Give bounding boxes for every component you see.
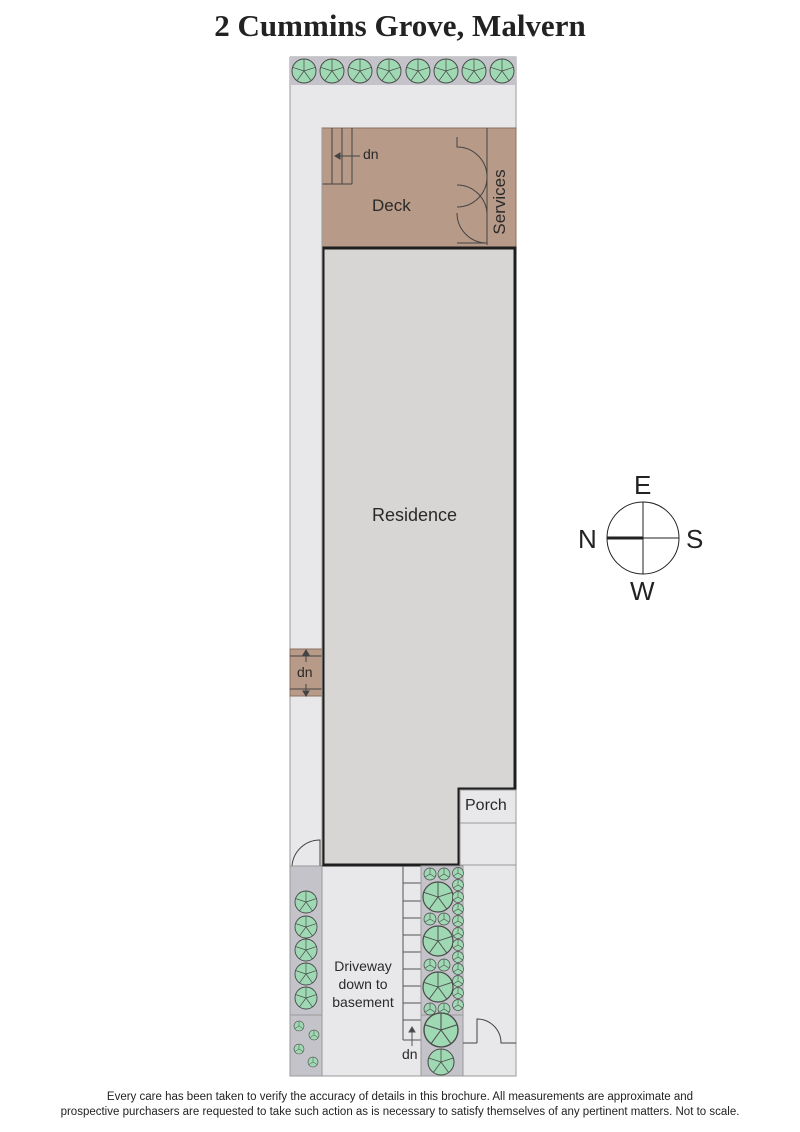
deck-stairs — [322, 128, 360, 185]
room-label-services: Services — [490, 169, 509, 235]
compass-north: N — [578, 524, 597, 554]
driveway-stairs-label: dn — [402, 1046, 418, 1062]
driveway-line-3: basement — [332, 994, 394, 1010]
side-stairs-label: dn — [297, 664, 313, 680]
page-title: 2 Cummins Grove, Malvern — [214, 8, 586, 43]
room-label-residence: Residence — [372, 505, 458, 525]
driveway-line-2: down to — [338, 976, 388, 992]
compass-south: S — [686, 524, 704, 554]
residence — [321, 246, 517, 867]
disclaimer: Every care has been taken to verify the … — [0, 1090, 800, 1120]
room-label-driveway: Driveway down to basement — [325, 957, 401, 1011]
compass — [606, 501, 680, 575]
driveway-line-1: Driveway — [334, 958, 392, 974]
side-gate — [291, 839, 321, 867]
porch — [459, 789, 517, 824]
services-doors — [456, 128, 488, 245]
room-label-porch: Porch — [465, 797, 507, 814]
deck-stairs-label: dn — [363, 146, 379, 162]
disclaimer-line-1: Every care has been taken to verify the … — [106, 1091, 694, 1103]
compass-east: E — [634, 470, 652, 500]
room-label-deck: Deck — [372, 196, 411, 215]
compass-west: W — [630, 576, 655, 606]
disclaimer-line-2: prospective purchasers are requested to … — [60, 1106, 740, 1118]
deck — [321, 127, 517, 248]
front-gate — [463, 1018, 516, 1044]
driveway-stairs — [402, 866, 421, 1046]
